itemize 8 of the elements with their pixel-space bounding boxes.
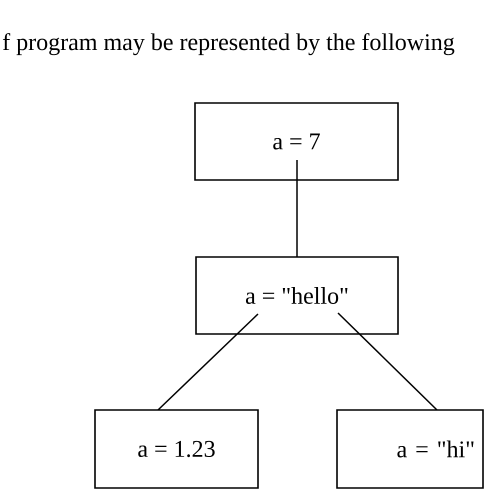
assignment-box: a = 7 xyxy=(194,102,399,181)
assignment-box: a = 1.23 xyxy=(94,409,259,489)
intro-text: f program may be represented by the following xyxy=(2,33,454,56)
connector-line xyxy=(337,312,438,411)
assignment-box: a = "hello" xyxy=(195,256,399,335)
assignment-box: a = "hi" xyxy=(336,409,484,489)
connector-line xyxy=(157,313,259,411)
connector-line xyxy=(296,160,298,257)
